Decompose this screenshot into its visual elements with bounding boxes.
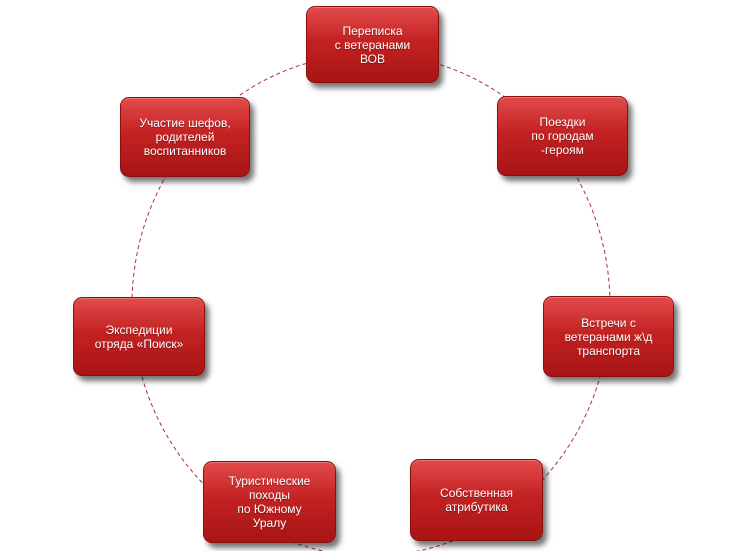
node-label: Встречи с ветеранами ж\д транспорта [564, 315, 653, 358]
node-label: Переписка с ветеранами ВОВ [334, 23, 411, 66]
node-railway-veterans-meetings: Встречи с ветеранами ж\д транспорта [543, 296, 674, 377]
node-label: Поездки по городам -героям [531, 115, 594, 157]
node-tourist-hikes: Туристические походы по Южному Уралу [203, 461, 336, 543]
node-search-expeditions: Экспедиции отряда «Поиск» [73, 297, 205, 376]
node-label: Экспедиции отряда «Поиск» [94, 322, 184, 351]
node-label: Участие шефов, родителей воспитанников [139, 116, 231, 158]
node-sponsors-parents: Участие шефов, родителей воспитанников [120, 97, 250, 177]
node-correspondence-veterans: Переписка с ветеранами ВОВ [306, 6, 439, 83]
node-own-attributes: Собственная атрибутика [410, 459, 543, 541]
node-label: Собственная атрибутика [440, 486, 513, 514]
node-label: Туристические походы по Южному Уралу [228, 474, 311, 530]
node-hero-city-trips: Поездки по городам -героям [497, 96, 628, 176]
